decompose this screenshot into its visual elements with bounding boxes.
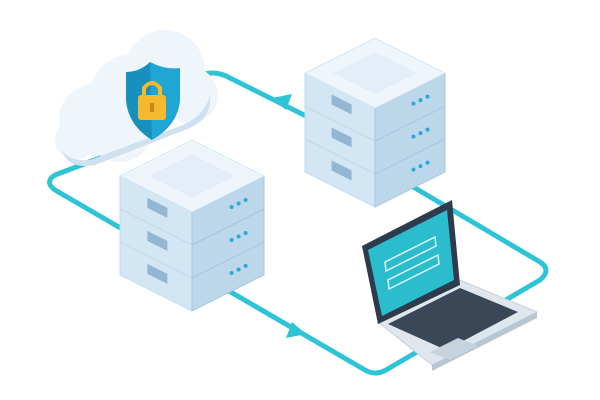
status-light: [418, 164, 423, 169]
server-stack-icon: [118, 139, 266, 312]
arrow-icon: [272, 94, 292, 110]
status-light: [243, 198, 248, 203]
servers: [118, 37, 447, 312]
status-light: [229, 205, 234, 210]
status-light: [229, 238, 234, 243]
connection-line: [47, 155, 549, 376]
server-vent: [331, 160, 352, 181]
server-top-grille: [148, 154, 236, 198]
status-light: [425, 94, 430, 99]
arrow-icon: [286, 322, 306, 338]
status-light: [411, 134, 416, 139]
server-vent: [147, 263, 168, 284]
status-light: [236, 234, 241, 239]
status-light: [425, 127, 430, 132]
login-field: [384, 235, 437, 273]
lock-shackle: [142, 81, 162, 96]
server-vent: [331, 127, 352, 148]
server-unit: [119, 208, 265, 279]
lock-keyhole: [150, 103, 154, 112]
keyboard: [388, 288, 518, 350]
status-light: [236, 267, 241, 272]
status-light: [243, 264, 248, 269]
status-light: [229, 271, 234, 276]
cloud-icon: [55, 30, 218, 166]
server-top-grille: [333, 52, 417, 94]
status-light: [243, 231, 248, 236]
touchpad: [430, 338, 478, 360]
cloud-shadow: [62, 95, 211, 166]
cloud-puff: [55, 120, 95, 160]
server-unit: [304, 72, 446, 142]
password-field: [387, 253, 440, 291]
laptop-icon: [362, 200, 539, 371]
status-light: [418, 131, 423, 136]
status-light: [425, 160, 430, 165]
server-vent: [147, 230, 168, 251]
status-light: [418, 98, 423, 103]
server-vent: [147, 197, 168, 218]
shield-lock-icon: [126, 62, 180, 140]
status-light: [236, 201, 241, 206]
status-light: [411, 167, 416, 172]
server-vent: [331, 94, 352, 115]
status-light: [411, 101, 416, 106]
server-unit: [119, 241, 265, 312]
server-stack-icon: [303, 37, 447, 208]
laptop-base-edge: [432, 312, 537, 371]
